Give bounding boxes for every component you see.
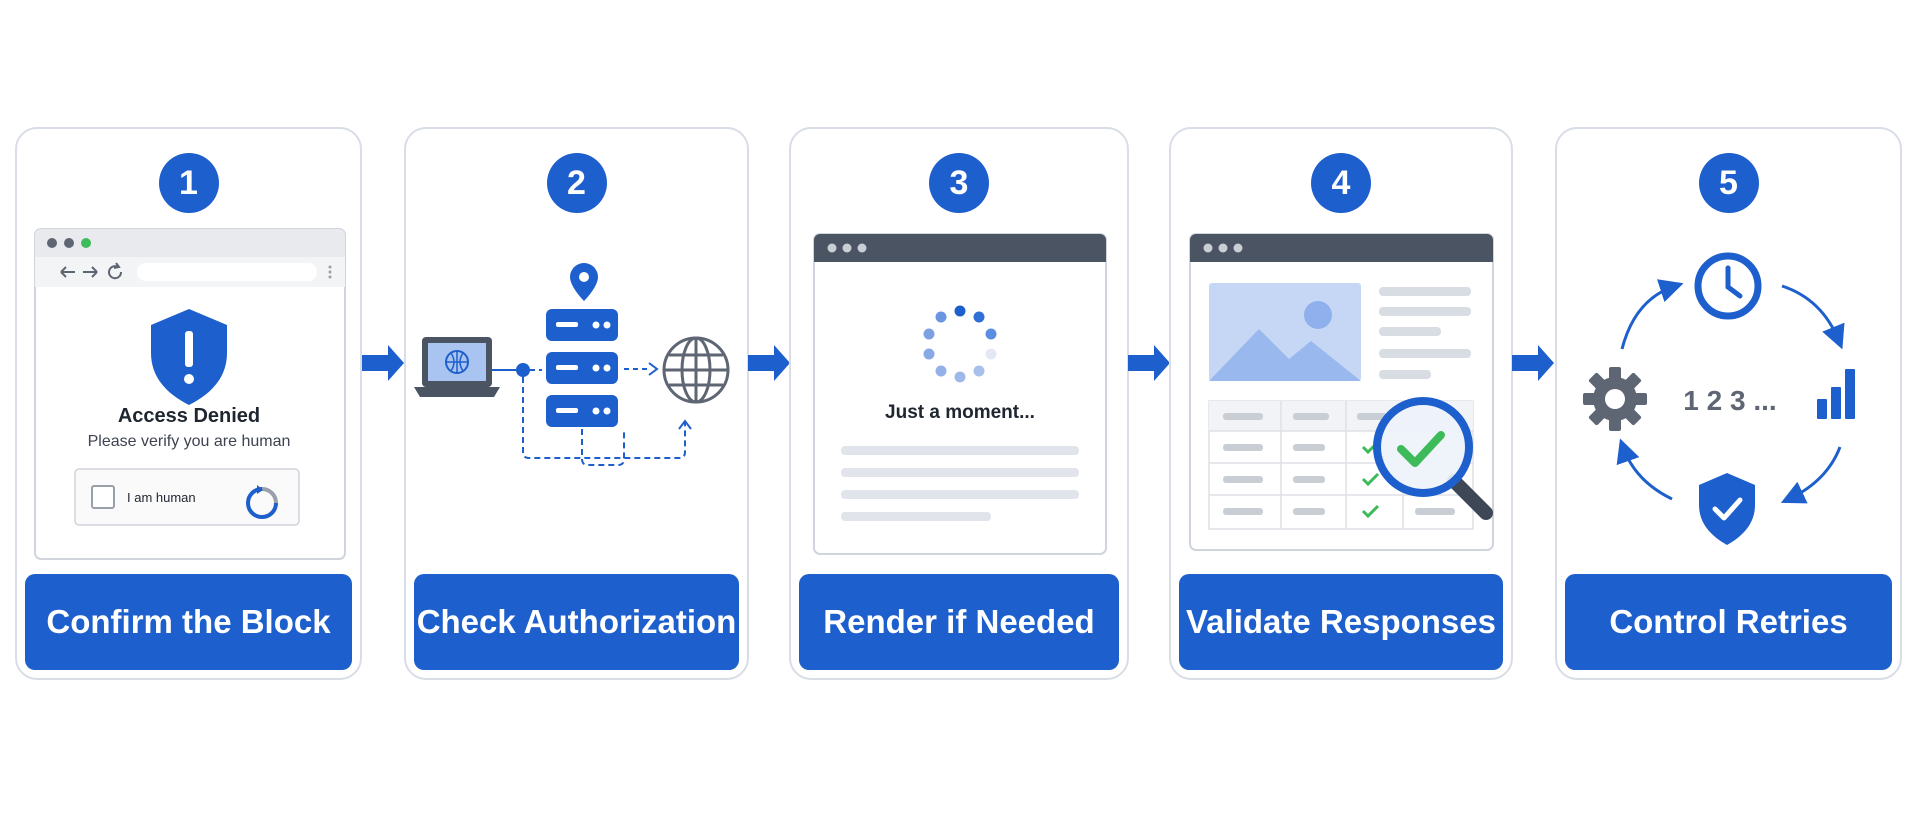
back-arrow-icon[interactable] (60, 266, 75, 278)
loading-text: Just a moment... (885, 402, 1035, 423)
step-number-badge: 3 (929, 153, 989, 213)
loading-spinner-icon (923, 305, 997, 383)
step-5-illustration: 1 2 3 ... (1583, 252, 1855, 545)
checkbox-label: I am human (127, 490, 196, 505)
laptop-icon (414, 337, 500, 397)
bar-chart-icon (1817, 369, 1855, 419)
verify-subtext: Please verify you are human (88, 433, 291, 450)
reload-icon[interactable] (108, 262, 123, 280)
step-card-2: 2 (404, 127, 749, 680)
access-denied-heading: Access Denied (118, 405, 260, 427)
step-1-illustration: Access Denied Please verify you are huma… (34, 228, 346, 560)
clock-icon (1694, 252, 1762, 320)
step-card-5: 5 (1555, 127, 1902, 680)
magnifier-check-icon (1373, 397, 1493, 520)
recaptcha-icon (246, 485, 278, 519)
human-checkbox[interactable] (91, 485, 115, 509)
forward-arrow-icon[interactable] (83, 266, 98, 278)
address-bar[interactable] (137, 263, 317, 281)
render-if-needed-button[interactable]: Render if Needed (799, 574, 1119, 670)
flow-arrow-icon (1128, 345, 1170, 381)
cycle-arrow-icon (1616, 279, 1845, 504)
gear-icon (1583, 367, 1647, 431)
flow-arrow-icon (1512, 345, 1554, 381)
step-number-badge: 2 (546, 153, 607, 213)
step-number-badge: 5 (1698, 153, 1759, 213)
checkmark-icon (1361, 472, 1380, 487)
location-pin-icon (570, 263, 598, 301)
shield-check-icon (1699, 473, 1755, 545)
flow-arrow-icon (362, 345, 404, 381)
check-authorization-button[interactable]: Check Authorization (414, 574, 739, 670)
step-card-1: 1 Access Denied Please verify you a (15, 127, 362, 680)
step-3-illustration: Just a moment... (813, 233, 1107, 555)
step-card-3: 3 Just a moment... Render if Needed (789, 127, 1129, 680)
step-4-illustration (1189, 233, 1494, 551)
captcha-box (74, 468, 300, 526)
confirm-block-button[interactable]: Confirm the Block (25, 574, 352, 670)
validate-responses-button[interactable]: Validate Responses (1179, 574, 1503, 670)
step-2-illustration (414, 263, 730, 466)
globe-icon (662, 336, 730, 404)
server-stack-icon (546, 309, 618, 427)
step-number-badge: 1 (158, 153, 219, 213)
control-retries-button[interactable]: Control Retries (1565, 574, 1892, 670)
checkmark-icon (1361, 504, 1380, 519)
step-number-badge: 4 (1311, 153, 1371, 213)
shield-alert-icon (151, 309, 227, 405)
step-card-4: 4 (1169, 127, 1513, 680)
flow-arrow-icon (748, 345, 790, 381)
sequence-text: 1 2 3 ... (1683, 385, 1776, 416)
image-placeholder-icon (1209, 283, 1361, 381)
